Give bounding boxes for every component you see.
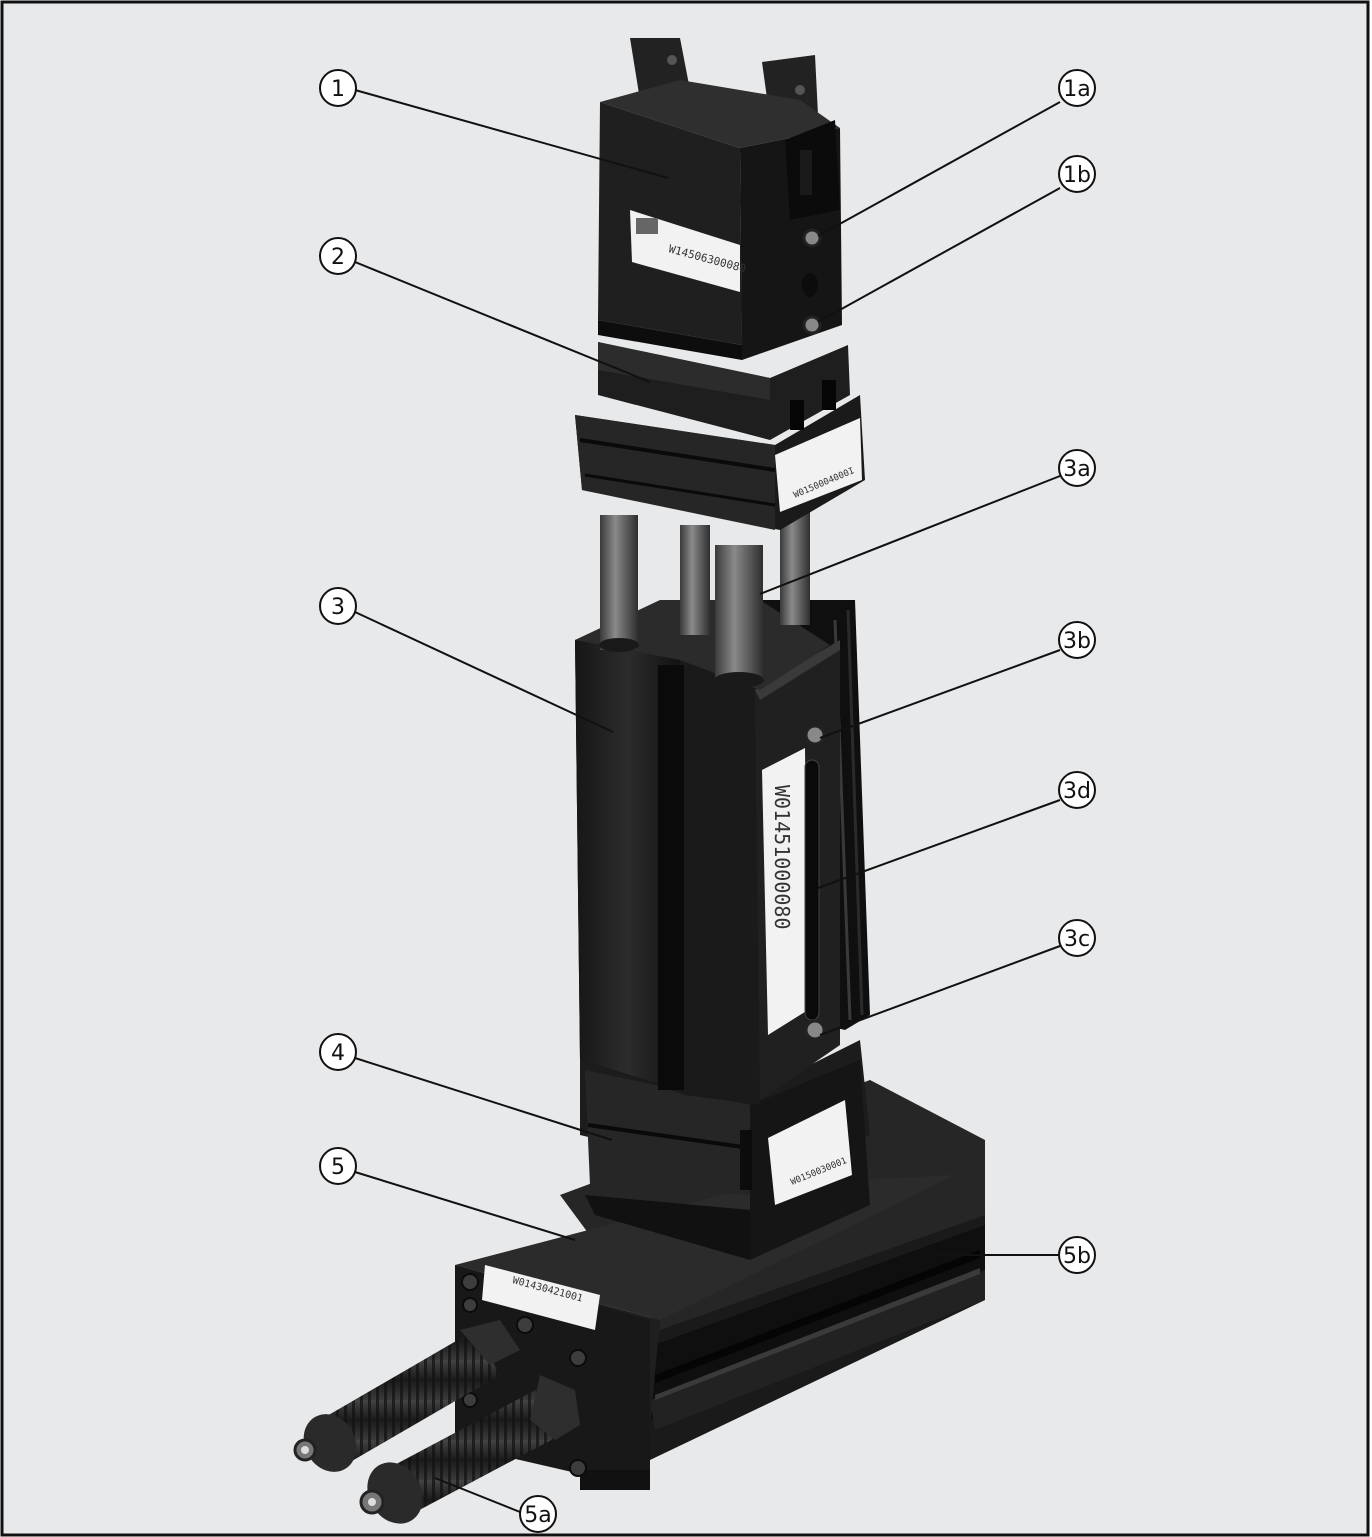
svg-text:5b: 5b: [1063, 1244, 1091, 1269]
svg-text:5: 5: [331, 1155, 345, 1180]
callout-1: 1: [319, 69, 357, 107]
callout-3c: 3c: [1058, 919, 1096, 957]
shock-absorber-right: [359, 1375, 580, 1524]
callout-3b: 3b: [1058, 621, 1096, 659]
linear-unit: W01451000080: [575, 500, 870, 1105]
gripper-product-label: W14506300080: [630, 210, 747, 292]
svg-text:3c: 3c: [1064, 927, 1090, 952]
svg-text:2: 2: [331, 245, 345, 270]
svg-text:3d: 3d: [1063, 779, 1091, 804]
svg-text:3a: 3a: [1063, 457, 1090, 482]
callout-4: 4: [319, 1033, 357, 1071]
svg-text:1b: 1b: [1063, 163, 1091, 188]
gripper-unit: W14506300080: [598, 38, 842, 360]
svg-text:W01451000080: W01451000080: [770, 785, 794, 930]
intermediate-block: W0150004000I: [575, 342, 865, 530]
callout-5a: 5a: [519, 1495, 557, 1533]
callout-3d: 3d: [1058, 771, 1096, 809]
svg-text:5a: 5a: [524, 1503, 551, 1528]
svg-text:3: 3: [331, 595, 345, 620]
leader-lines: [354, 89, 1061, 1513]
linear-product-label: W01451000080: [762, 748, 808, 1035]
callout-2: 2: [319, 237, 357, 275]
svg-text:1a: 1a: [1063, 77, 1090, 102]
callout-3: 3: [319, 587, 357, 625]
callout-1a: 1a: [1058, 69, 1096, 107]
callout-3a: 3a: [1058, 449, 1096, 487]
callout-5: 5: [319, 1147, 357, 1185]
callout-1b: 1b: [1058, 155, 1096, 193]
callout-5b: 5b: [1058, 1236, 1096, 1274]
svg-text:4: 4: [331, 1041, 345, 1066]
shock-absorber-left: [293, 1330, 500, 1472]
svg-text:3b: 3b: [1063, 629, 1091, 654]
svg-text:1: 1: [331, 77, 345, 102]
